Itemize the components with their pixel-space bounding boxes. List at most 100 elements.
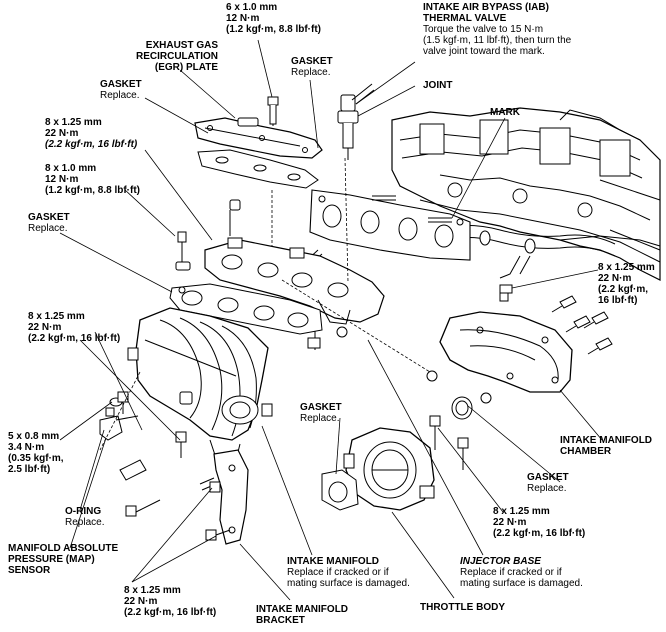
throttle-body: [343, 427, 435, 511]
throttle-body-title: THROTTLE BODY: [420, 602, 505, 613]
gasket-center-title: GASKET: [300, 402, 342, 413]
throttle-body-gasket: [321, 469, 359, 511]
intake-manifold-note-2: mating surface is damaged.: [287, 578, 410, 589]
gasket-right-title: GASKET: [527, 472, 569, 483]
egr-bolt-torque-alt: (1.2 kgf·m, 8.8 lbf·ft): [226, 24, 322, 35]
bolt-8x10-left-alt: (1.2 kgf·m, 8.8 lbf·ft): [45, 185, 141, 196]
label-throttle-body: THROTTLE BODY: [420, 602, 505, 613]
joint-title: JOINT: [423, 80, 453, 91]
iab-valve-note-1: Torque the valve to 15 N·m: [423, 24, 544, 35]
egr-plate-title-3: (EGR) PLATE: [154, 62, 219, 73]
oring-note: Replace.: [65, 517, 105, 528]
label-chamber: INTAKE MANIFOLD CHAMBER: [560, 435, 652, 457]
label-iab-valve: INTAKE AIR BYPASS (IAB) THERMAL VALVE To…: [423, 2, 571, 57]
injector-base: [204, 237, 385, 338]
label-gasket-egr: GASKET Replace.: [291, 56, 333, 78]
label-bolt-8x125-right: 8 x 1.25 mm 22 N·m (2.2 kgf·m, 16 lbf·ft…: [598, 262, 655, 306]
label-gasket-left: GASKET Replace.: [28, 212, 70, 234]
throttle-bolts: [429, 415, 469, 470]
left-bolts: [175, 210, 321, 350]
gasket-egr-note: Replace.: [291, 67, 331, 78]
iab-valve-note-3: valve joint toward the mark.: [423, 46, 545, 57]
gasket-left-title: GASKET: [28, 212, 70, 223]
egr-plate: [194, 117, 323, 159]
gasket-left-note: Replace.: [28, 223, 68, 234]
label-bolt-8x125-bottom: 8 x 1.25 mm 22 N·m (2.2 kgf·m, 16 lbf·ft…: [124, 585, 216, 618]
label-bolt-8x125-mid-left: 8 x 1.25 mm 22 N·m (2.2 kgf·m, 16 lbf·ft…: [28, 311, 120, 344]
label-gasket-right: GASKET Replace.: [527, 472, 569, 494]
label-oring: O-RING Replace.: [65, 506, 104, 528]
gasket-top-title: GASKET: [100, 79, 142, 90]
label-injector-base: INJECTOR BASE Replace if cracked or if m…: [460, 556, 583, 589]
bracket-title-1: INTAKE MANIFOLD: [256, 604, 349, 615]
gasket-top-note: Replace.: [100, 90, 140, 101]
iab-valve-note-2: (1.5 kgf·m, 11 lbf·ft), then turn the: [423, 35, 572, 46]
label-mark: MARK: [490, 107, 520, 118]
bolt-8x10-left-nm: 12 N·m: [45, 174, 79, 185]
label-egr-plate: EXHAUST GAS RECIRCULATION (EGR) PLATE: [136, 40, 218, 73]
bolt-8x125-mid-left-alt: (2.2 kgf·m, 16 lbf·ft): [28, 333, 121, 344]
iab-valve-title-1: INTAKE AIR BYPASS (IAB): [423, 2, 549, 13]
label-bolt-5x08: 5 x 0.8 mm 3.4 N·m (0.35 kgf·m, 2.5 lbf·…: [8, 431, 64, 475]
manifold-gasket: [169, 283, 323, 335]
label-joint: JOINT: [423, 80, 452, 91]
chamber-title-1: INTAKE MANIFOLD: [560, 435, 653, 446]
injector-base-note-1: Replace if cracked or if: [460, 567, 562, 578]
bolt-8x125-bottom-alt: (2.2 kgf·m, 16 lbf·ft): [124, 607, 217, 618]
map-sensor: [99, 397, 139, 441]
intake-manifold: [127, 307, 273, 461]
chamber-title-2: CHAMBER: [560, 446, 612, 457]
egr-gasket: [197, 149, 319, 189]
bolt-8x125-lower-right-alt: (2.2 kgf·m, 16 lbf·ft): [493, 528, 586, 539]
bolt-5x08-alt-1: (0.35 kgf·m,: [8, 453, 64, 464]
label-map-sensor: MANIFOLD ABSOLUTE PRESSURE (MAP) SENSOR: [8, 543, 118, 576]
bolt-8x125-left-alt: (2.2 kgf·m, 16 lbf·ft): [45, 139, 138, 150]
gasket-center-note: Replace.: [300, 413, 340, 424]
bolt-8x125-mid-left-nm: 22 N·m: [28, 322, 62, 333]
egr-bolt-torque-nm: 12 N·m: [226, 13, 260, 24]
injector-base-title: INJECTOR BASE: [460, 556, 541, 567]
throttle-gasket-ring: [451, 396, 473, 420]
gasket-right-note: Replace.: [527, 483, 567, 494]
injector-base-note-2: mating surface is damaged.: [460, 578, 583, 589]
mark-title: MARK: [490, 107, 520, 118]
label-gasket-top: GASKET Replace.: [100, 79, 142, 101]
bolt-8x125-right-nm: 22 N·m: [598, 273, 632, 284]
bolt-8x125-right-alt-2: 16 lbf·ft): [598, 295, 638, 306]
iab-valve-title-2: THERMAL VALVE: [423, 13, 507, 24]
bolt-8x125-bottom-nm: 22 N·m: [124, 596, 158, 607]
bolt-5x08-alt-2: 2.5 lbf·ft): [8, 464, 51, 475]
bolt-8x125-right-size: 8 x 1.25 mm: [598, 262, 655, 273]
map-sensor-title-3: SENSOR: [8, 565, 51, 576]
bolt-5x08-size: 5 x 0.8 mm: [8, 431, 60, 442]
egr-bolt-size: 6 x 1.0 mm: [226, 2, 278, 13]
bolt-8x125-lower-right-nm: 22 N·m: [493, 517, 527, 528]
intake-manifold-title: INTAKE MANIFOLD: [287, 556, 380, 567]
egr-plate-title-2: RECIRCULATION: [136, 51, 219, 62]
map-sensor-title-2: PRESSURE (MAP): [8, 554, 95, 565]
bolt-8x125-left-size: 8 x 1.25 mm: [45, 117, 102, 128]
oring-title: O-RING: [65, 506, 102, 517]
bolt-5x08-nm: 3.4 N·m: [8, 442, 45, 453]
label-bolt-8x125-left: 8 x 1.25 mm 22 N·m (2.2 kgf·m, 16 lbf·ft…: [45, 117, 137, 150]
bolt-8x125-right-alt-1: (2.2 kgf·m,: [598, 284, 649, 295]
label-gasket-center: GASKET Replace.: [300, 402, 342, 424]
bolt-8x125-lower-right-size: 8 x 1.25 mm: [493, 506, 550, 517]
bolt-8x125-left-nm: 22 N·m: [45, 128, 79, 139]
intake-manifold-chamber: [439, 311, 573, 393]
map-sensor-title-1: MANIFOLD ABSOLUTE: [8, 543, 119, 554]
bracket-title-2: BRACKET: [256, 615, 305, 626]
bolt-8x125-bottom-size: 8 x 1.25 mm: [124, 585, 181, 596]
label-bracket: INTAKE MANIFOLD BRACKET: [256, 604, 348, 626]
injector-base-gasket: [309, 189, 471, 261]
bracket-bolts: [119, 431, 231, 541]
iab-thermal-valve: [337, 83, 375, 160]
map-bolt: [117, 391, 129, 414]
label-bolt-8x125-lower-right: 8 x 1.25 mm 22 N·m (2.2 kgf·m, 16 lbf·ft…: [493, 506, 585, 539]
egr-plate-title-1: EXHAUST GAS: [145, 40, 219, 51]
label-intake-manifold: INTAKE MANIFOLD Replace if cracked or if…: [287, 556, 410, 589]
bolt-8x10-left-size: 8 x 1.0 mm: [45, 163, 97, 174]
chamber-bolts: [426, 284, 613, 404]
